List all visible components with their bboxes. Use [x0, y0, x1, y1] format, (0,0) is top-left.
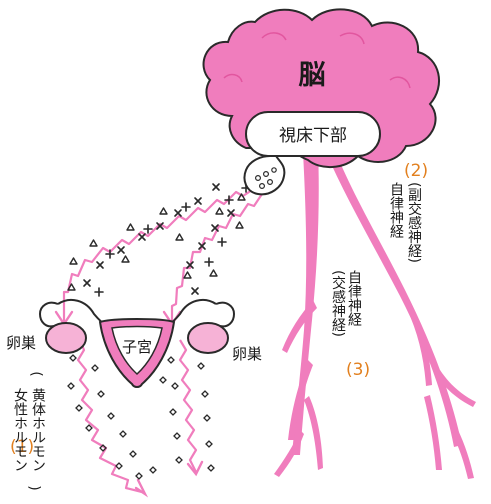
parasympathetic-label: (副交感神経) — [406, 182, 422, 263]
hormone-label-corpus: 黄体ホルモン — [30, 387, 46, 472]
label-number-1: (1) — [10, 437, 34, 457]
hypothalamus-label: 視床下部 — [279, 126, 347, 146]
uterus — [38, 298, 236, 388]
autonomic-nerve-label-3: 自律神経 — [346, 270, 362, 326]
sympathetic-label: (交感神経) — [330, 270, 346, 337]
sympathetic-nerve — [274, 150, 323, 477]
autonomic-nerve-label-2: 自律神経 — [388, 182, 404, 238]
hormone-marks — [83, 183, 251, 297]
parasympathetic-nerve — [325, 145, 476, 479]
ovary-right — [187, 322, 229, 354]
label-number-3: (3) — [346, 360, 370, 380]
hormone-diamonds — [67, 354, 215, 480]
label-number-2: (2) — [404, 161, 428, 181]
pituitary-gland — [243, 155, 286, 196]
hormone-label-female: 女性ホルモン — [12, 387, 28, 472]
ovary-left-label: 卵巣 — [6, 334, 36, 352]
uterus-label: 子宮 — [122, 338, 152, 356]
hypothalamus — [245, 111, 381, 157]
hormone-triangles — [67, 193, 246, 291]
hormone-paren-close: ) — [26, 485, 42, 490]
ovary-right-label: 卵巣 — [232, 345, 262, 363]
brain-label: 脳 — [298, 60, 326, 91]
ovary-left — [45, 322, 87, 354]
hormone-paren-open: ( — [28, 371, 44, 376]
